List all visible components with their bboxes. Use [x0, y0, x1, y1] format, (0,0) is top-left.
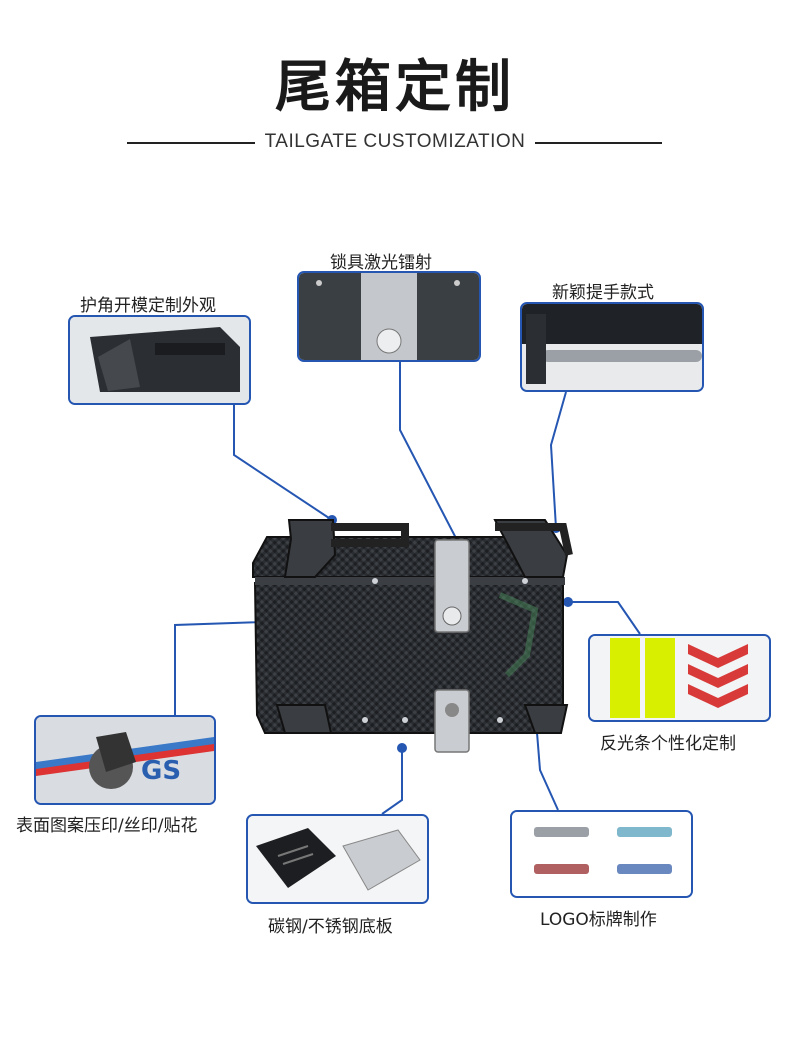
divider-left [127, 142, 255, 144]
photo-lock-laser [297, 271, 481, 362]
dot-reflective [563, 597, 573, 607]
line-handle [549, 391, 567, 529]
label-surface-print: 表面图案压印/丝印/贴花 [16, 816, 198, 836]
line-reflective [568, 601, 641, 635]
line-lock [399, 362, 475, 574]
decal-text: GS [141, 756, 181, 786]
label-corner-guard: 护角开模定制外观 [80, 296, 216, 316]
handle-image [522, 304, 702, 390]
reflective-strip-image [590, 636, 769, 720]
surface-print-image: GS [36, 717, 214, 803]
label-handle: 新颖提手款式 [552, 283, 654, 303]
base-plate-image [248, 816, 427, 902]
divider-right [535, 142, 662, 144]
photo-base-plate [246, 814, 429, 904]
corner-guard-image [70, 317, 249, 403]
photo-surface-print: GS [34, 715, 216, 805]
label-reflective: 反光条个性化定制 [600, 734, 736, 754]
top-case-image [252, 519, 573, 753]
dot-base [397, 743, 407, 753]
label-lock-laser: 锁具激光镭射 [330, 253, 432, 273]
line-base [381, 748, 403, 815]
label-logo: LOGO标牌制作 [540, 910, 657, 930]
lock-laser-image [299, 273, 479, 360]
page-subtitle: TAILGATE CUSTOMIZATION [264, 131, 526, 152]
line-corner [233, 405, 333, 521]
logo-samples-image [512, 812, 691, 896]
label-base-plate: 碳钢/不锈钢底板 [268, 917, 393, 937]
page-title: 尾箱定制 [275, 55, 515, 120]
photo-corner-guard [68, 315, 251, 405]
subtitle-row: TAILGATE CUSTOMIZATION [0, 131, 790, 155]
photo-handle [520, 302, 704, 392]
photo-logo [510, 810, 693, 898]
photo-reflective [588, 634, 771, 722]
